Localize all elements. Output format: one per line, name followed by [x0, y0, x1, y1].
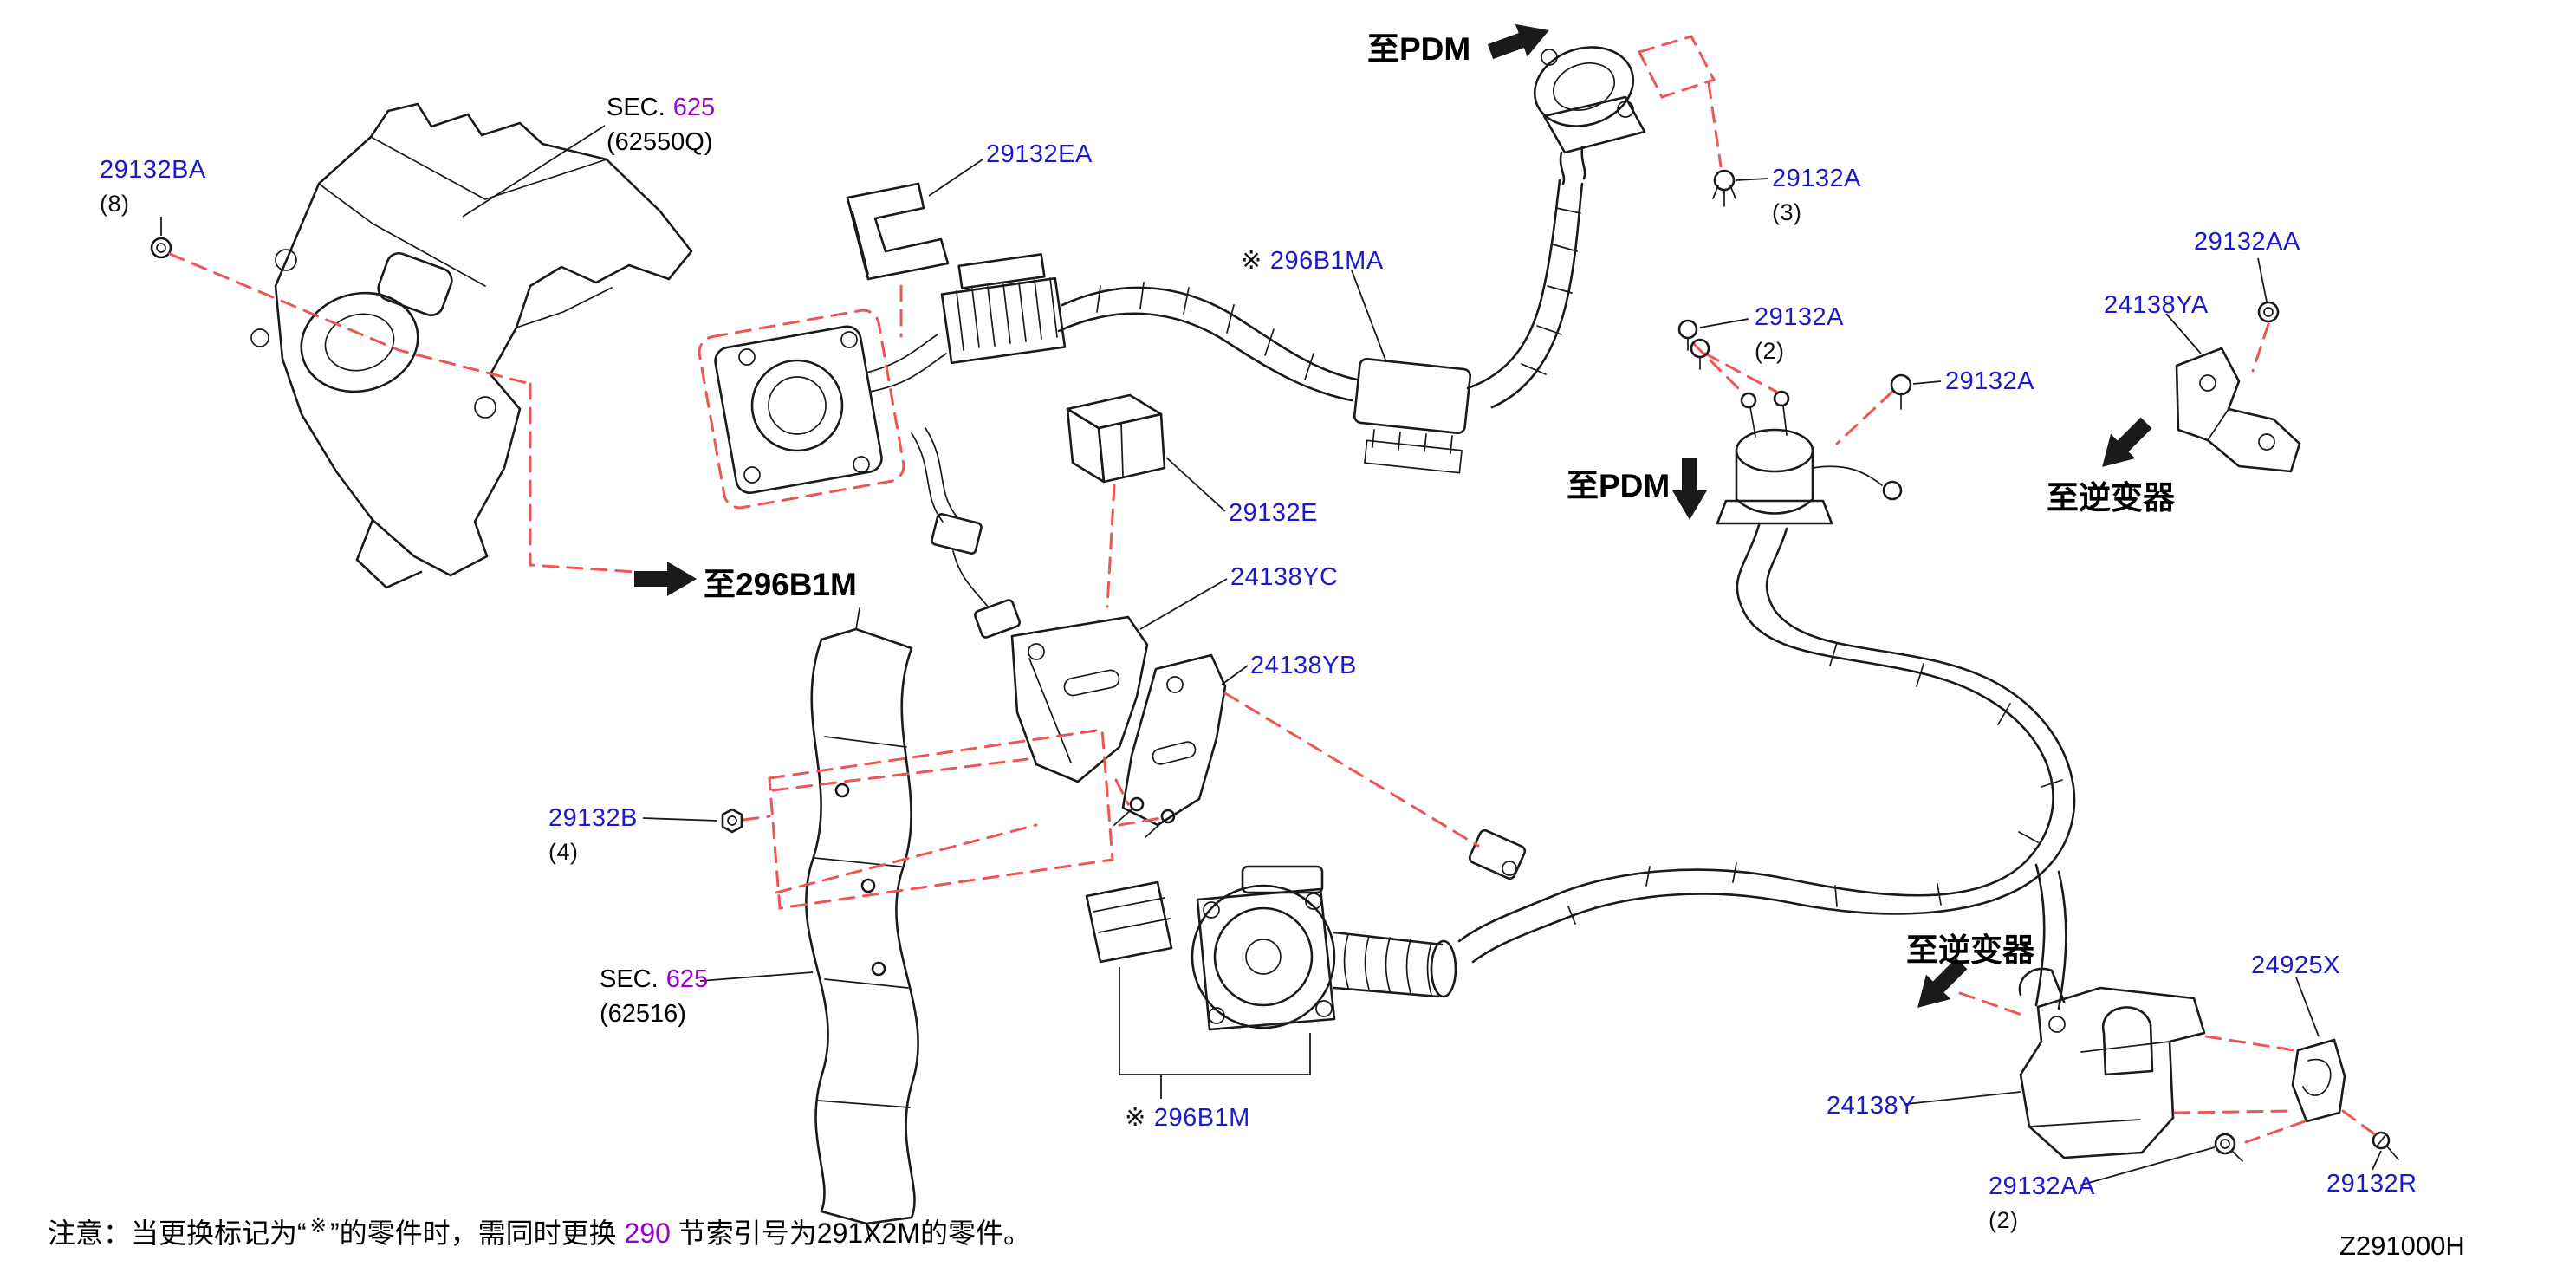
leader-24138yc: [1139, 578, 1228, 630]
part-label-296b1m: ※296B1M: [1125, 1104, 1250, 1132]
clamp-24925x: [2291, 1038, 2346, 1123]
arrow-to-inverter-bottom-icon: [1917, 958, 1968, 1008]
part-label-29132b: 29132B (4): [548, 804, 638, 865]
bolt-29132a-1: [1890, 373, 1912, 410]
nut-29132b: [721, 808, 743, 834]
leader-29132b: [642, 817, 718, 822]
part-label-29132aa: 29132AA: [2194, 228, 2300, 256]
leader-24138ya-group: [2165, 257, 2268, 354]
part-label-24925x: 24925X: [2251, 952, 2340, 979]
direction-to-inverter-bottom: 至逆变器: [1906, 932, 2034, 968]
leader-29132a-3: [1736, 178, 1768, 181]
bracket-24138y: [2019, 986, 2206, 1159]
part-label-29132a: 29132A: [1945, 367, 2034, 395]
part-label-24138yb: 24138YB: [1250, 652, 1357, 679]
arrow-to-296b1m-icon: [634, 562, 697, 596]
leader-296b1m: [1119, 967, 1311, 1099]
harness-tube-right: [1457, 523, 2076, 1010]
bracket-24138yc: [1010, 615, 1149, 783]
direction-to-pdm-mid: 至PDM: [1567, 468, 1671, 503]
part-label-24138y: 24138Y: [1827, 1092, 1916, 1120]
part-label-29132a-3: 29132A (3): [1772, 165, 1861, 225]
leader-sec62550q: [462, 125, 606, 218]
replacement-note: 注意：当更换标记为“※”的零件时，需同时更换 290 节索引号为291X2M的零…: [48, 1214, 1031, 1249]
dashed-29132ba-to-296b1m: [168, 252, 638, 574]
leader-sec62516: [699, 971, 814, 982]
part-label-296b1ma: ※296B1MA: [1241, 247, 1384, 275]
leader-29132a-1: [1912, 380, 1942, 385]
dashed-29132a-terminals: [1691, 341, 1894, 445]
assembly-296b1m: [1085, 865, 1457, 1031]
dashed-29132aa-top: [2251, 322, 2270, 373]
pdm-connector: [1533, 46, 1646, 185]
dashed-29132e-yb: [1106, 484, 1480, 848]
part-label-29132e: 29132E: [1229, 499, 1318, 527]
part-label-29132r: 29132R: [2326, 1170, 2417, 1198]
arrow-to-pdm-mid-icon: [1672, 458, 1707, 520]
part-label-29132aa-2: 29132AA (2): [1989, 1172, 2095, 1233]
leader-296b1ma: [1351, 270, 1387, 363]
arrow-to-pdm-top-icon: [1487, 23, 1549, 60]
bolt-29132a-3: [1712, 169, 1736, 207]
bracket-24138yb: [1113, 653, 1227, 838]
dashed-bracket-studs: [742, 728, 1163, 910]
dashed-bottom-right: [1958, 991, 2378, 1144]
bolt-29132aa-top: [2257, 301, 2280, 323]
box-29132e: [1066, 393, 1166, 484]
part-label-24138ya: 24138YA: [2104, 291, 2209, 319]
pillar-62516: [805, 607, 919, 1242]
clip-29132ea: [846, 182, 950, 281]
bolt-29132ba: [150, 237, 172, 259]
harness-connector-assembly: [698, 253, 1067, 639]
part-label-29132ba: 29132BA (8): [100, 156, 206, 217]
harness-tube-upper: [1057, 179, 1584, 474]
leader-29132a-2: [1699, 318, 1749, 328]
leader-29132e: [1165, 457, 1226, 512]
direction-to-inverter-right: 至逆变器: [2047, 480, 2175, 516]
bracket-62550q: [250, 102, 693, 589]
part-label-29132a-2: 29132A (2): [1755, 303, 1844, 364]
dashed-pdm-29132a: [1637, 35, 1723, 168]
bolt-29132a-2: [1677, 319, 1710, 370]
leader-24138yb: [1221, 665, 1249, 685]
arrow-to-inverter-right-icon: [2102, 417, 2152, 467]
bolt-29132aa-bottom: [2214, 1133, 2243, 1162]
leader-29132ea: [928, 159, 983, 197]
junction-device: [1716, 390, 1903, 525]
leader-bottom-right: [1905, 977, 2382, 1186]
part-label-29132ea: 29132EA: [986, 140, 1093, 168]
diagram-id: Z291000H: [2339, 1231, 2465, 1261]
section-label-62550q: SEC.625 (62550Q): [607, 94, 716, 156]
direction-to-pdm-top: 至PDM: [1367, 31, 1471, 67]
section-label-62516: SEC.625 (62516): [600, 965, 709, 1028]
bracket-24138ya: [2175, 347, 2301, 473]
part-label-24138yc: 24138YC: [1230, 563, 1339, 591]
screw-29132r: [2372, 1131, 2399, 1160]
direction-to-296b1m: 至296B1M: [704, 567, 857, 602]
